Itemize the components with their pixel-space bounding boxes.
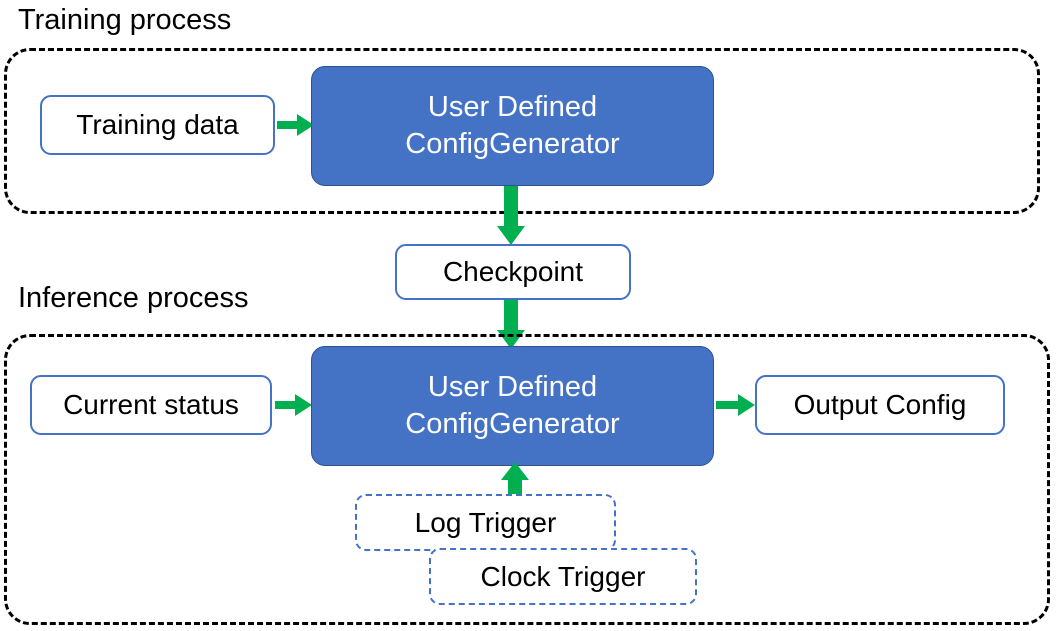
inference-process-container [4,334,1050,625]
current-status-box[interactable]: Current status [30,375,272,435]
inference-generator-line2: ConfigGenerator [405,408,620,440]
inference-process-label: Inference process [18,282,249,314]
output-config-box[interactable]: Output Config [755,375,1005,435]
clock-trigger-box[interactable]: Clock Trigger [429,548,697,605]
training-config-generator-box[interactable]: User Defined ConfigGenerator [311,66,714,186]
arrow-generator-to-checkpoint [497,186,527,246]
arrow-training-data-to-generator [277,112,315,138]
arrow-triggers-to-generator [501,462,531,502]
training-generator-line1: User Defined [427,91,598,123]
checkpoint-box[interactable]: Checkpoint [395,244,631,300]
arrow-generator-to-output-config [716,392,756,418]
training-process-container [4,48,1040,214]
arrow-current-status-to-generator [275,392,313,418]
training-generator-line2: ConfigGenerator [405,128,620,160]
training-process-label: Training process [18,4,232,36]
log-trigger-box[interactable]: Log Trigger [355,494,616,551]
inference-config-generator-box[interactable]: User Defined ConfigGenerator [311,346,714,466]
training-data-box[interactable]: Training data [40,95,275,155]
inference-generator-line1: User Defined [427,371,598,403]
